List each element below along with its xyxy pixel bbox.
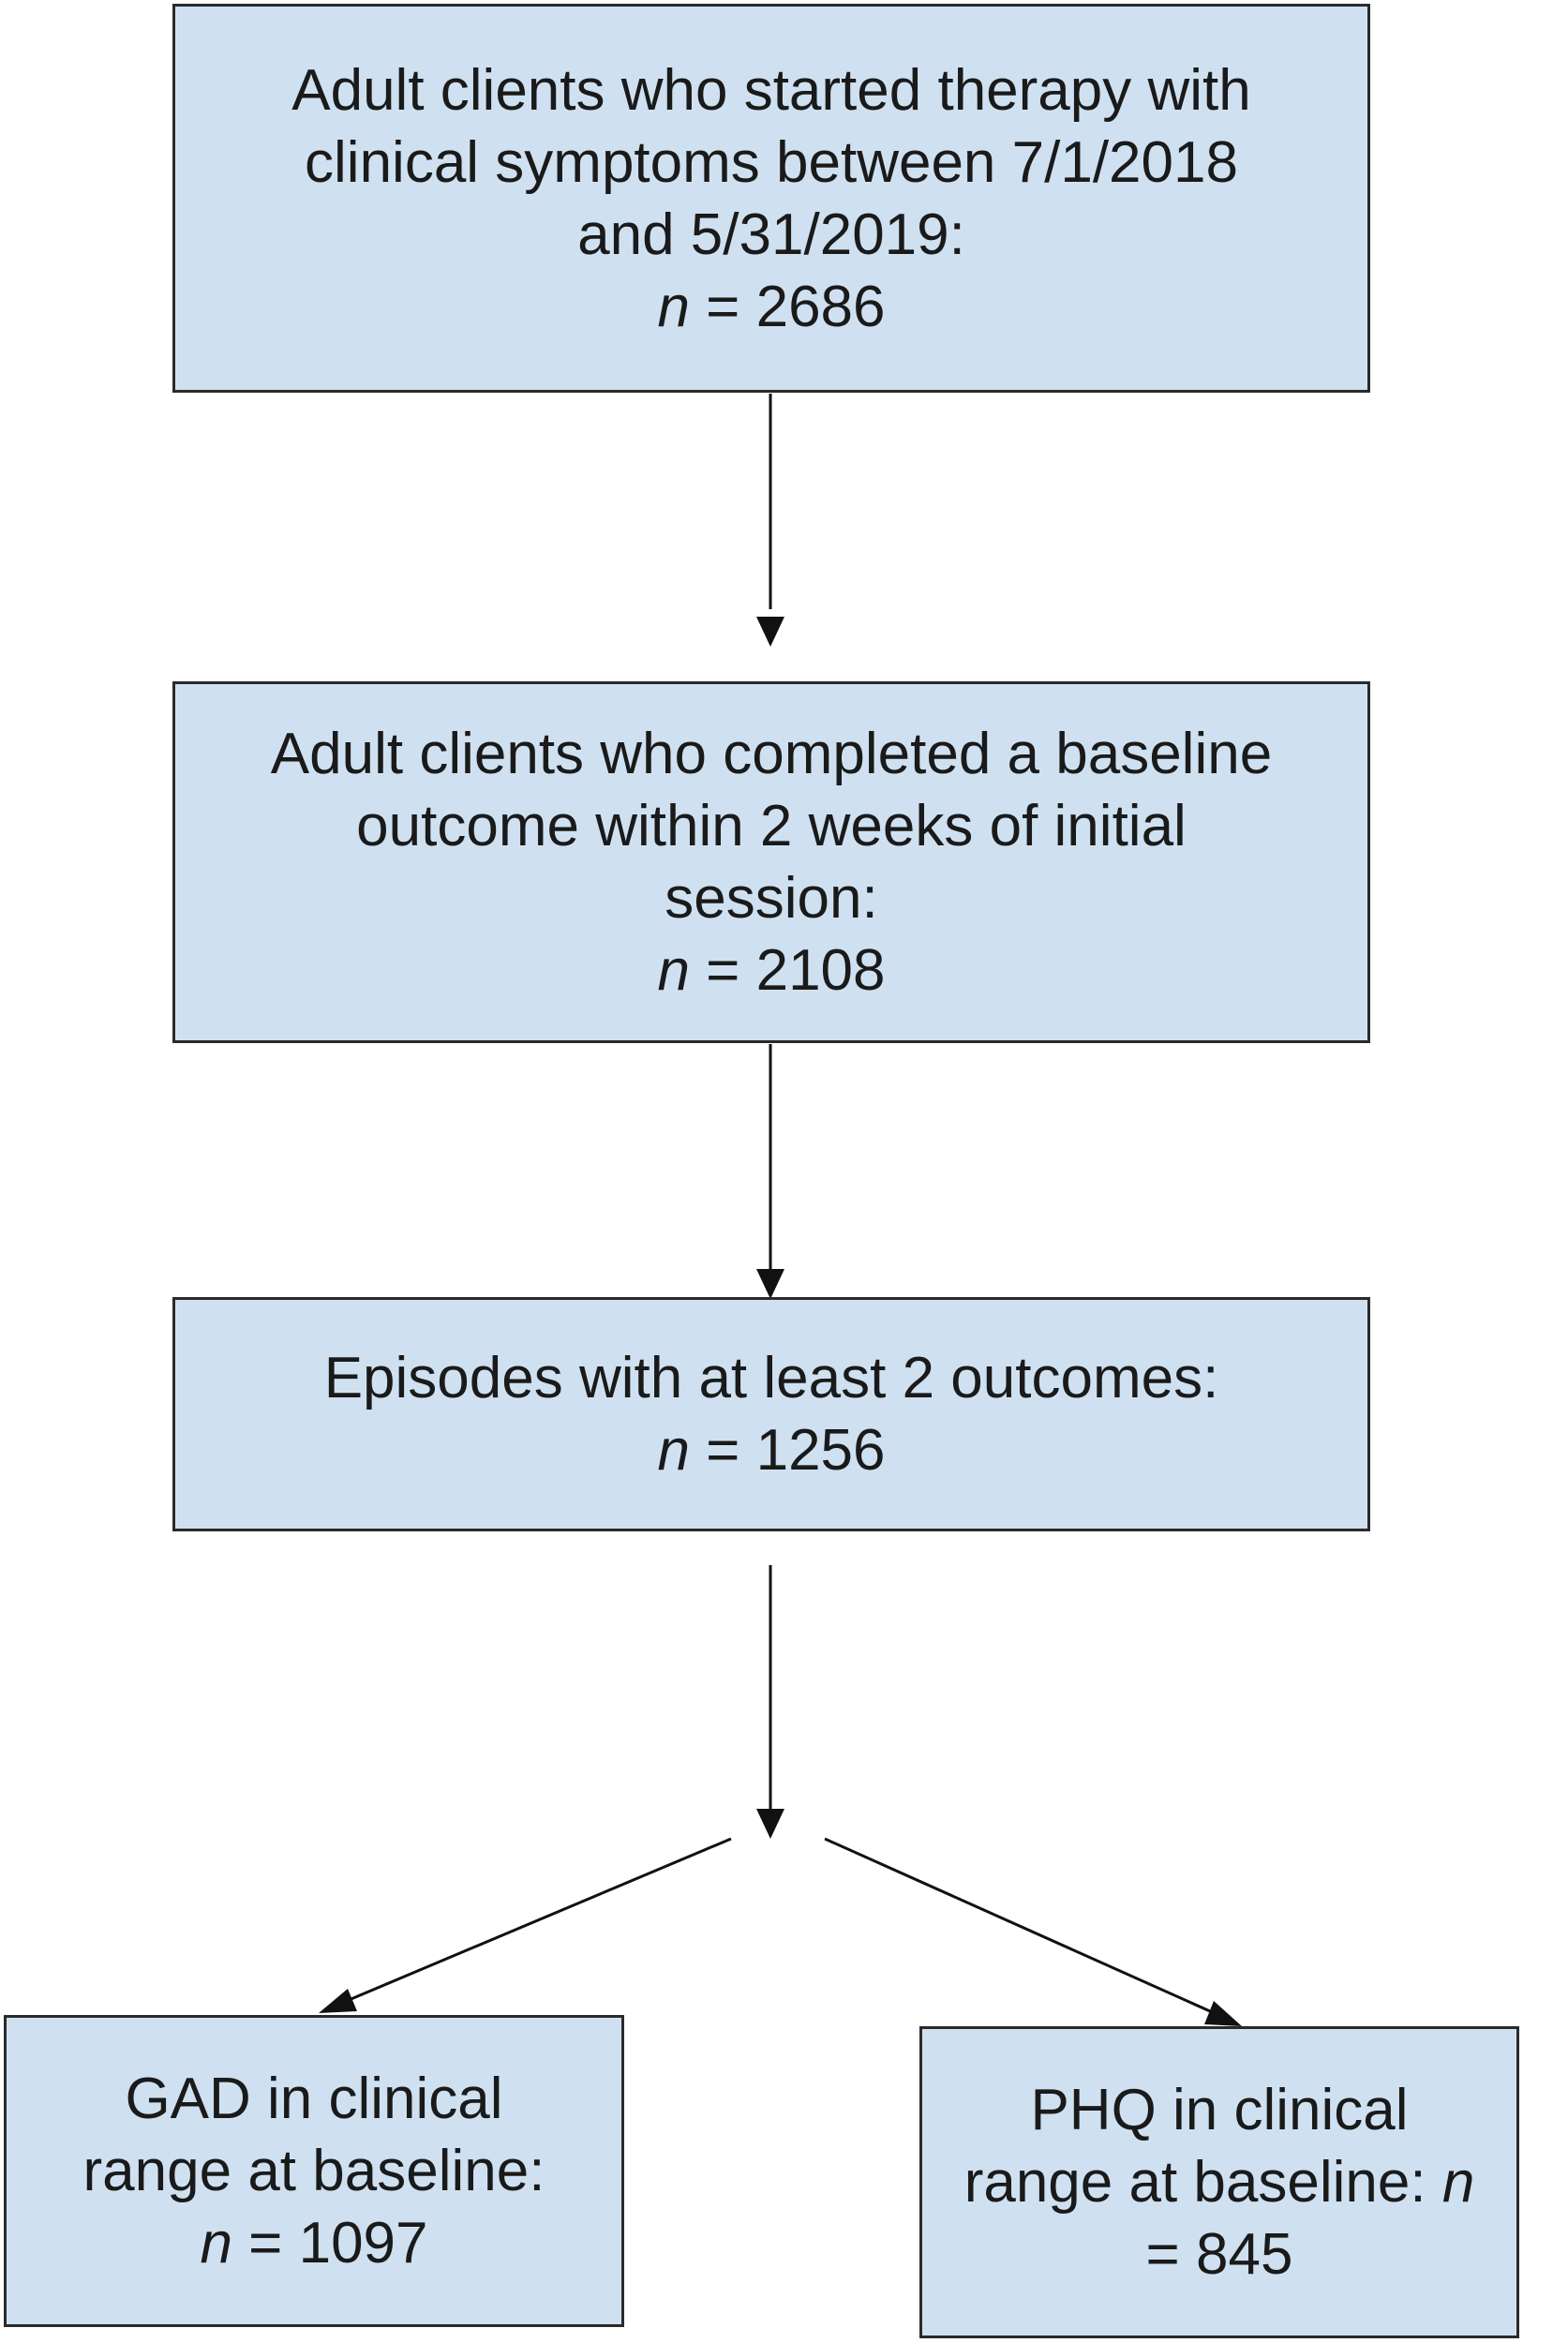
box3-n-symbol: n <box>657 1418 690 1483</box>
arrowhead-split-to-box5 <box>1204 2001 1242 2026</box>
arrow-split-to-box5 <box>824 1837 1219 2017</box>
arrowhead-split-to-box4 <box>319 1989 357 2013</box>
box5-line-2: range at baseline: n <box>964 2146 1475 2218</box>
box2-line-3: session: <box>665 866 878 931</box>
box2-line-2: outcome within 2 weeks of initial <box>356 794 1187 858</box>
box5-count: = 845 <box>1145 2222 1293 2287</box>
box1-n-value: = 2686 <box>689 274 886 339</box>
box3-line-1: Episodes with at least 2 outcomes: <box>323 1346 1219 1410</box>
box5-n-symbol: n <box>1441 2150 1475 2215</box>
box-baseline-outcome: Adult clients who completed a baseline o… <box>172 681 1370 1043</box>
box2-n-symbol: n <box>657 938 690 1003</box>
arrowhead-box3-to-split <box>756 1809 784 1839</box>
box4-n-value: = 1097 <box>231 2211 428 2276</box>
box-started-therapy: Adult clients who started therapy with c… <box>172 4 1370 393</box>
box-gad-clinical: GAD in clinical range at baseline: n = 1… <box>4 2015 624 2327</box>
arrowhead-box2-to-box3 <box>756 1269 784 1299</box>
box4-count: n = 1097 <box>200 2207 427 2279</box>
box1-line-3: and 5/31/2019: <box>577 201 965 267</box>
box-phq-clinical: PHQ in clinical range at baseline: n = 8… <box>919 2026 1519 2338</box>
box2-count: n = 2108 <box>657 934 885 1007</box>
box4-line-1: GAD in clinical <box>125 2067 503 2131</box>
box5-line-1: PHQ in clinical <box>1030 2078 1409 2142</box>
box1-count: n = 2686 <box>657 271 885 343</box>
box4-line-2: range at baseline: <box>82 2139 545 2203</box>
box1-line-1: Adult clients who started therapy with <box>291 57 1251 123</box>
box5-line-2-text: range at baseline: <box>963 2150 1442 2215</box>
box2-line-1: Adult clients who completed a baseline <box>270 722 1273 786</box>
box2-n-value: = 2108 <box>689 938 886 1003</box>
box4-n-symbol: n <box>200 2211 232 2276</box>
box1-n-symbol: n <box>657 274 690 339</box>
box3-count: n = 1256 <box>657 1414 885 1486</box>
box-episodes-two-outcomes: Episodes with at least 2 outcomes: n = 1… <box>172 1297 1370 1531</box>
box1-line-2: clinical symptoms between 7/1/2018 <box>305 129 1238 195</box>
arrowhead-box1-to-box2 <box>756 617 784 647</box>
arrow-split-to-box4 <box>341 1837 732 2005</box>
box3-n-value: = 1256 <box>689 1418 886 1483</box>
